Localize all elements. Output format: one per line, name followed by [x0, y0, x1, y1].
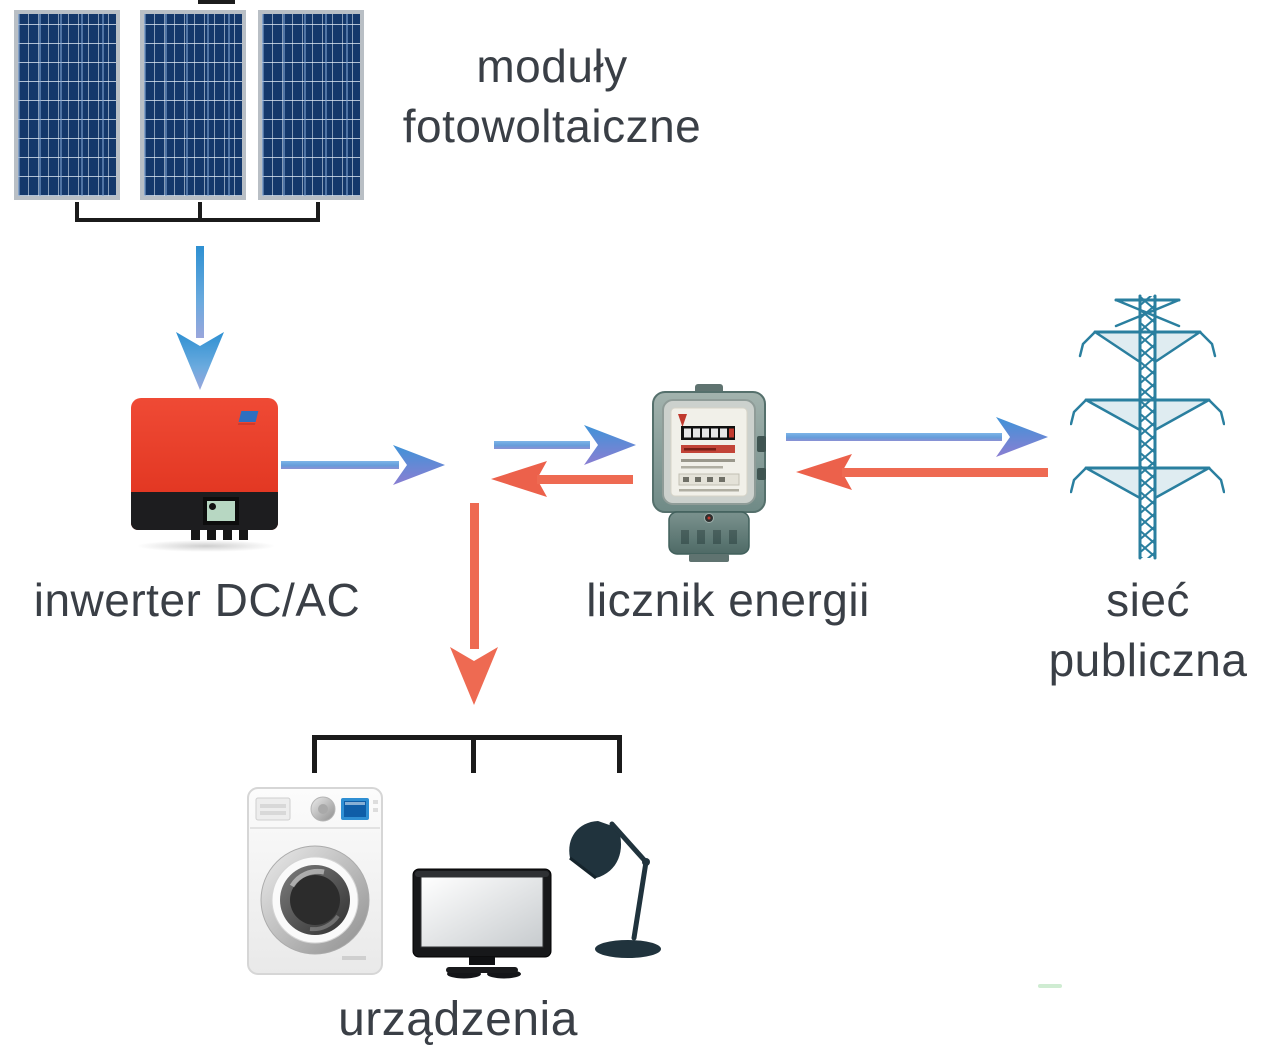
arrow-panels-to-inverter — [176, 246, 224, 390]
inverter-connector — [207, 530, 216, 540]
inverter-bottom-panel — [131, 492, 278, 530]
inverter-brand-logo — [238, 411, 259, 422]
solar-panel-2 — [140, 10, 246, 200]
grid-label: sieć publiczna — [1048, 574, 1248, 686]
transmission-tower-icon — [1070, 294, 1225, 560]
arrow-grid-to-meter — [796, 454, 1048, 490]
panels-label: moduły fotowoltaiczne — [402, 40, 702, 152]
inverter-icon — [131, 398, 278, 540]
inverter-connector — [223, 530, 232, 540]
arrow-junction-to-meter — [494, 425, 636, 465]
solar-panel-1 — [14, 10, 120, 200]
desk-lamp-icon — [569, 821, 661, 958]
stray-green-mark — [1038, 984, 1062, 988]
washing-machine-icon — [247, 787, 383, 975]
arrow-meter-to-grid — [786, 417, 1048, 457]
arrow-meter-to-home — [491, 461, 633, 497]
meter-label: licznik energii — [586, 574, 870, 626]
tv-icon — [412, 868, 552, 979]
inverter-connector — [191, 530, 200, 540]
inverter-connector — [239, 530, 248, 540]
inverter-lcd-display — [203, 497, 239, 525]
arrow-inverter-to-meter — [281, 445, 445, 485]
top-crop-line — [198, 0, 235, 4]
arrow-down-to-devices — [450, 503, 498, 705]
inverter-shadow — [136, 540, 276, 552]
energy-meter-icon — [652, 384, 766, 562]
inverter-label: inwerter DC/AC — [33, 574, 361, 626]
devices-label: urządzenia domowe — [338, 993, 578, 1046]
solar-panel-3 — [258, 10, 364, 200]
